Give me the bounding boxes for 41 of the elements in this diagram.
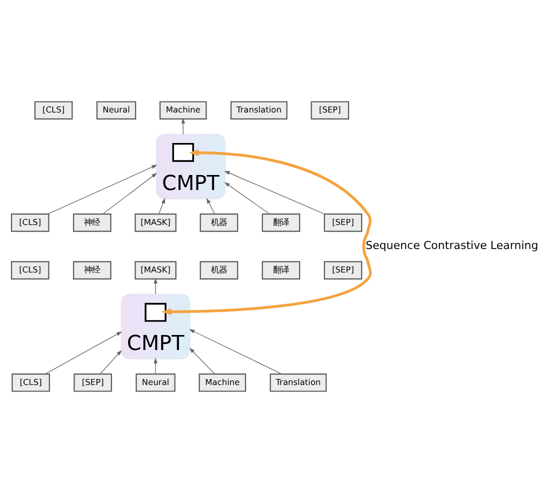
node-box: 翻译 bbox=[262, 260, 300, 279]
arrow bbox=[224, 170, 325, 214]
node-box: Machine bbox=[160, 100, 207, 120]
node-box: [CLS] bbox=[10, 260, 50, 279]
arrow bbox=[189, 328, 282, 374]
arrow bbox=[206, 198, 216, 214]
node-box: Neural bbox=[96, 100, 136, 120]
arrow bbox=[154, 357, 158, 374]
node-box: Machine bbox=[198, 372, 246, 392]
node-box: Neural bbox=[136, 372, 176, 392]
node-box: [SEP] bbox=[324, 260, 362, 279]
node-box: 神经 bbox=[73, 260, 112, 279]
node-box: 机器 bbox=[200, 260, 238, 279]
node-box: [CLS] bbox=[10, 213, 50, 232]
node-box: Translation bbox=[270, 372, 327, 392]
node-box: [CLS] bbox=[34, 100, 73, 120]
arrow bbox=[189, 347, 215, 374]
edge-label: Sequence Contrastive Learning bbox=[366, 238, 538, 252]
node-box: [SEP] bbox=[74, 372, 112, 392]
node-box: 机器 bbox=[200, 213, 238, 232]
arrow bbox=[224, 182, 270, 214]
arrow bbox=[45, 331, 122, 374]
node-box: Translation bbox=[230, 100, 288, 120]
node-box: 神经 bbox=[73, 213, 112, 232]
node-box: [CLS] bbox=[12, 372, 50, 392]
arrow bbox=[154, 277, 158, 294]
arrow bbox=[181, 118, 186, 134]
arrow bbox=[162, 148, 372, 315]
cluster: CMPT bbox=[156, 133, 226, 199]
node-box bbox=[172, 142, 194, 162]
node-box: [SEP] bbox=[310, 100, 350, 120]
cluster: CMPT bbox=[120, 293, 190, 359]
node-box: [SEP] bbox=[324, 213, 362, 232]
arrow bbox=[48, 164, 158, 214]
arrow bbox=[100, 350, 122, 374]
arrow bbox=[158, 197, 166, 214]
node-box: [MASK] bbox=[134, 213, 176, 232]
node-box: 翻译 bbox=[262, 213, 300, 232]
arrow bbox=[102, 172, 158, 214]
node-box: [MASK] bbox=[134, 260, 176, 279]
node-box bbox=[144, 302, 166, 322]
